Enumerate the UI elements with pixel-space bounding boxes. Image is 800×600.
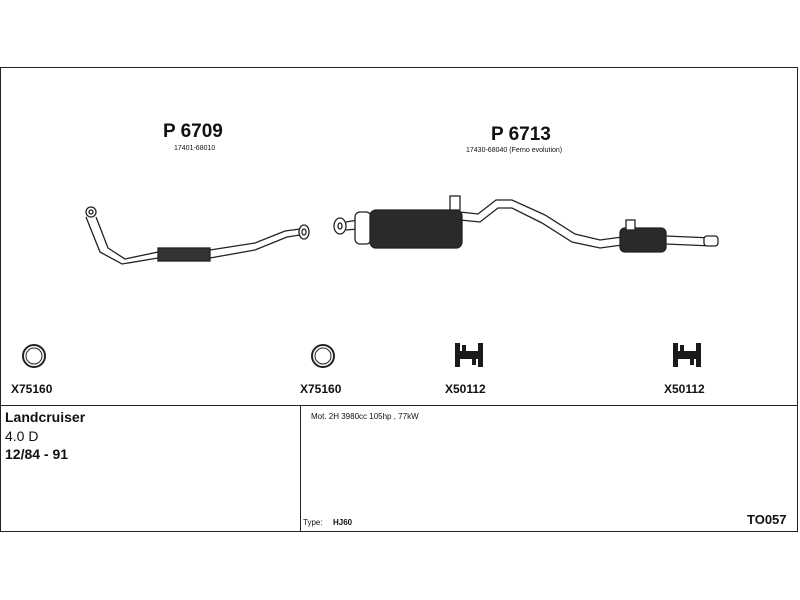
front-pipe-p6709 xyxy=(85,206,310,265)
type-label: Type: xyxy=(303,518,323,527)
oe-number-front-pipe: 17401-68010 xyxy=(174,145,216,152)
rear-section-p6713 xyxy=(333,195,719,253)
engine-info: Mot. 2H 3980cc 105hp , 77kW xyxy=(311,412,419,421)
vehicle-years: 12/84 - 91 xyxy=(5,446,69,462)
accessory-code: X75160 xyxy=(11,382,53,396)
vehicle-model: Landcruiser xyxy=(5,409,86,425)
table-divider-vertical xyxy=(300,405,301,532)
accessory-code: X50112 xyxy=(664,382,705,396)
rubber-hanger-icon xyxy=(455,343,483,367)
rubber-hanger-icon xyxy=(673,343,701,367)
type-value: HJ60 xyxy=(333,518,353,527)
oe-number-rear-section: 17430-68040 (Ferno evolution) xyxy=(466,147,563,154)
accessory-code: X75160 xyxy=(300,382,342,396)
catalog-sheet xyxy=(0,67,798,532)
table-divider-horizontal xyxy=(0,405,798,406)
gasket-ring-icon xyxy=(22,344,46,368)
part-number-front-pipe: P 6709 xyxy=(163,121,223,142)
part-number-rear-section: P 6713 xyxy=(491,124,551,145)
catalog-code: TO057 xyxy=(747,512,787,527)
gasket-ring-icon xyxy=(311,344,335,368)
accessory-code: X50112 xyxy=(445,382,486,396)
vehicle-engine: 4.0 D xyxy=(5,428,39,444)
